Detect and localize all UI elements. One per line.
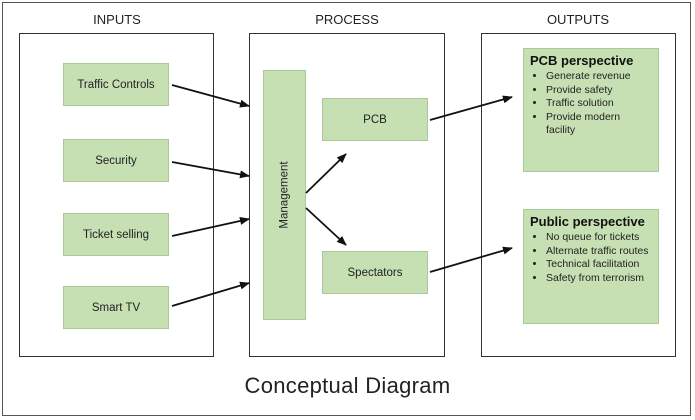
- arrow-traffic-to-management: [171, 84, 250, 108]
- pcb-perspective-box: PCB perspective Generate revenue Provide…: [523, 48, 659, 172]
- process-header: PROCESS: [315, 12, 379, 27]
- list-item: Provide safety: [546, 84, 652, 98]
- arrow-smarttv-to-management: [171, 281, 250, 307]
- input-traffic-controls: Traffic Controls: [63, 63, 169, 106]
- list-item: Generate revenue: [546, 70, 652, 84]
- input-label: Security: [95, 154, 137, 167]
- input-smart-tv: Smart TV: [63, 286, 169, 329]
- arrow-management-to-pcb: [305, 153, 347, 194]
- inputs-header: INPUTS: [93, 12, 141, 27]
- list-item: No queue for tickets: [546, 231, 652, 245]
- pcb-perspective-list: Generate revenue Provide safety Traffic …: [530, 70, 652, 138]
- management-box: Management: [263, 70, 306, 320]
- list-item: Safety from terrorism: [546, 272, 652, 286]
- pcb-perspective-title: PCB perspective: [530, 53, 634, 68]
- outputs-header: OUTPUTS: [546, 12, 610, 27]
- input-label: Ticket selling: [82, 228, 150, 241]
- input-ticket-selling: Ticket selling: [63, 213, 169, 256]
- pcb-label: PCB: [363, 113, 387, 126]
- pcb-box: PCB: [322, 98, 428, 141]
- arrow-security-to-management: [171, 161, 250, 179]
- diagram-frame: [2, 2, 691, 416]
- list-item: Provide modern facility: [546, 111, 652, 138]
- arrow-pcb-to-pcb-perspective: [429, 95, 513, 121]
- arrow-ticket-to-management: [171, 217, 250, 237]
- list-item: Technical facilitation: [546, 258, 652, 272]
- input-label: Traffic Controls: [77, 78, 155, 91]
- input-label: Smart TV: [91, 301, 141, 314]
- input-security: Security: [63, 139, 169, 182]
- list-item: Traffic solution: [546, 97, 652, 111]
- public-perspective-box: Public perspective No queue for tickets …: [523, 209, 659, 324]
- public-perspective-list: No queue for tickets Alternate traffic r…: [530, 231, 652, 285]
- public-perspective-title: Public perspective: [530, 214, 645, 229]
- spectators-label: Spectators: [347, 266, 403, 279]
- arrow-spectators-to-public-perspective: [429, 246, 513, 273]
- list-item: Alternate traffic routes: [546, 245, 652, 259]
- diagram-caption: Conceptual Diagram: [244, 373, 451, 398]
- arrow-management-to-spectators: [305, 207, 347, 246]
- spectators-box: Spectators: [322, 251, 428, 294]
